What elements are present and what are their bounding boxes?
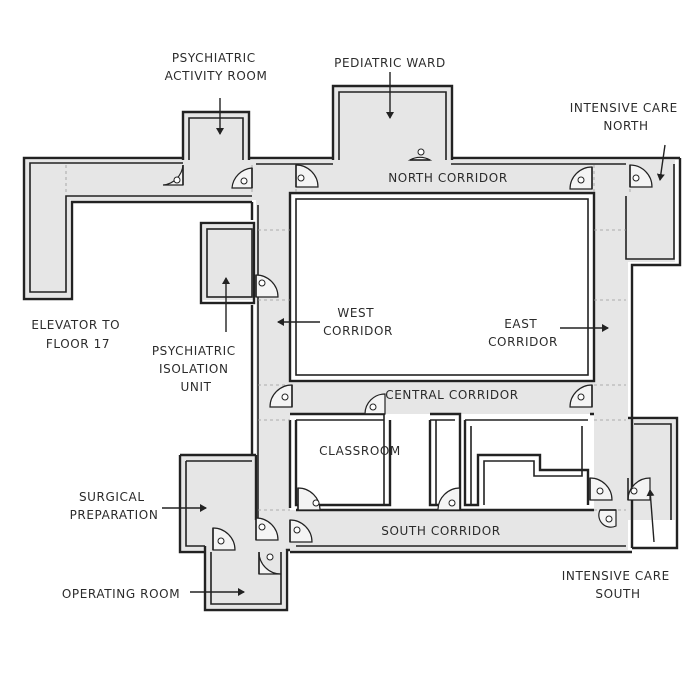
label-south-corridor: SOUTH CORRIDOR bbox=[381, 524, 500, 538]
door-west-south bbox=[289, 519, 313, 543]
label-intensive-care-north: INTENSIVE CARE NORTH bbox=[570, 101, 683, 133]
label-pediatric-ward: PEDIATRIC WARD bbox=[334, 56, 446, 70]
label-psychiatric-isolation-unit: PSYCHIATRIC ISOLATION UNIT bbox=[152, 344, 240, 394]
arrow-icu-north bbox=[656, 144, 666, 181]
walls bbox=[22, 84, 682, 612]
door-psych-isolation bbox=[255, 274, 279, 298]
label-central-corridor: CENTRAL CORRIDOR bbox=[385, 388, 519, 402]
door-classroom bbox=[364, 393, 386, 415]
door-surgical-prep bbox=[255, 517, 279, 541]
door-central-west bbox=[269, 384, 293, 408]
door-elevator-wing bbox=[162, 164, 184, 186]
door-north-east bbox=[569, 166, 593, 190]
door-icu-north bbox=[629, 164, 653, 188]
label-north-corridor: NORTH CORRIDOR bbox=[388, 171, 508, 185]
door-south-east-room bbox=[589, 477, 613, 501]
door-icu-south bbox=[627, 477, 651, 501]
door-south-classroom-1 bbox=[297, 487, 321, 511]
door-psych-activity bbox=[231, 167, 253, 189]
label-intensive-care-south: INTENSIVE CARE SOUTH bbox=[562, 569, 675, 601]
pointer-arrows bbox=[162, 72, 666, 596]
label-east-corridor: EAST CORRIDOR bbox=[488, 317, 558, 349]
door-pediatric bbox=[407, 148, 433, 161]
doors bbox=[162, 148, 653, 575]
arrow-icu-south bbox=[646, 489, 655, 543]
door-south-classroom-2 bbox=[437, 487, 461, 511]
room-labels: PSYCHIATRIC ACTIVITY ROOM PEDIATRIC WARD… bbox=[31, 51, 683, 601]
door-north-west bbox=[295, 164, 319, 188]
label-west-corridor: WEST CORRIDOR bbox=[323, 306, 393, 338]
label-classroom: CLASSROOM bbox=[319, 444, 401, 458]
label-psychiatric-activity-room: PSYCHIATRIC ACTIVITY ROOM bbox=[165, 51, 268, 83]
label-surgical-preparation: SURGICAL PREPARATION bbox=[70, 490, 159, 522]
door-central-east bbox=[569, 384, 593, 408]
label-operating-room: OPERATING ROOM bbox=[62, 587, 180, 601]
label-elevator: ELEVATOR TO FLOOR 17 bbox=[31, 318, 124, 351]
door-operating-room bbox=[258, 551, 282, 575]
floor-fills bbox=[24, 87, 675, 608]
door-surgical-operating bbox=[212, 527, 236, 551]
door-south-corridor-east bbox=[598, 509, 617, 528]
